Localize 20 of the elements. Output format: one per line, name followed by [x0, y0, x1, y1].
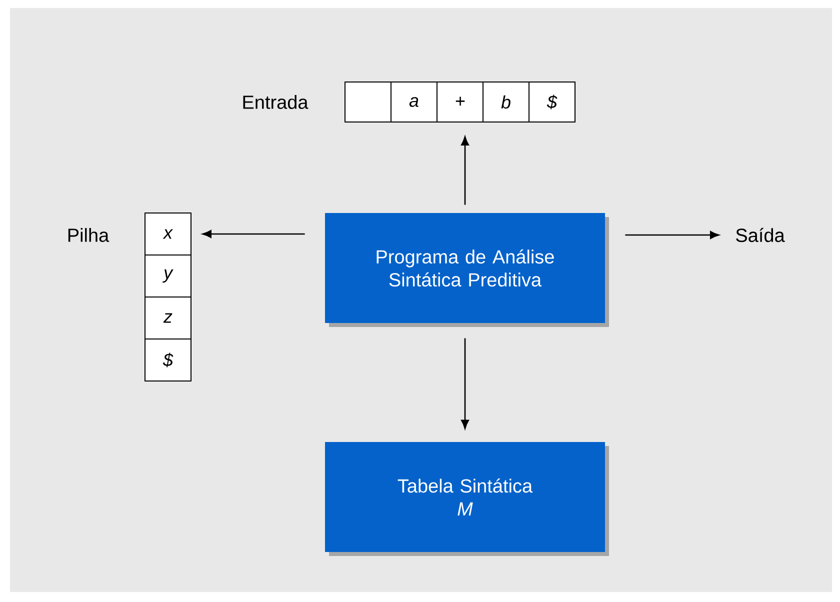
arrow — [625, 231, 720, 239]
arrow — [461, 338, 469, 429]
tape-cell: a — [390, 82, 438, 122]
process-box: Tabela Sintática M — [325, 442, 609, 556]
arrow — [202, 230, 305, 238]
input-tape — [144, 212, 192, 382]
tape-cell: z — [144, 296, 192, 340]
tape-cell: y — [144, 254, 192, 298]
input-tape — [344, 82, 576, 122]
arrow — [461, 136, 469, 205]
tape-cell: x — [144, 212, 192, 256]
tape-cell: $ — [528, 82, 576, 122]
label-text: Pilha — [68, 228, 110, 242]
label-text: Entrada — [243, 95, 308, 109]
process-box: Programa de Análise Sintática Preditiva — [325, 213, 609, 327]
tape-cell — [344, 82, 392, 122]
output-label: Saída — [736, 228, 785, 242]
tape-cell: + — [436, 82, 484, 122]
tape-cell: $ — [144, 338, 192, 382]
tape-cell: b — [482, 82, 530, 122]
